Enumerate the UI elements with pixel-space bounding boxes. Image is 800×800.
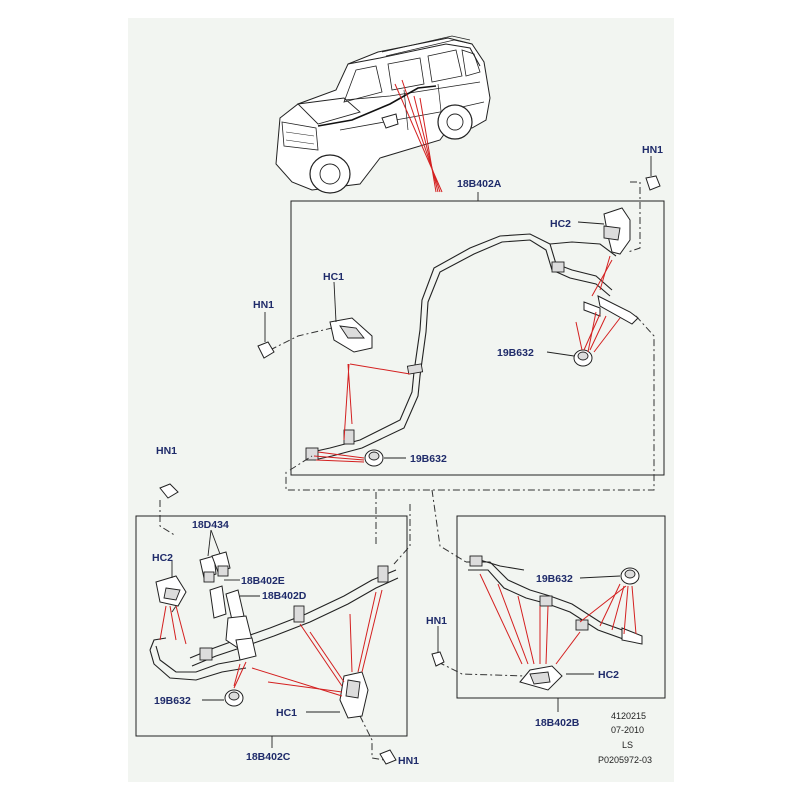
callout-18d434: 18D434 (192, 519, 229, 531)
callout-hc1-top: HC1 (323, 271, 344, 283)
callout-19b632-bottom-right: 19B632 (536, 573, 573, 585)
footer-reference: P0205972-03 (598, 755, 652, 765)
callout-hn1-left: HN1 (253, 299, 274, 311)
nut-hn1-right (431, 651, 445, 667)
callout-hn1-bottom: HN1 (398, 755, 419, 767)
hose-assembly-a-drawing (305, 175, 661, 467)
assembly-c-frame (135, 515, 408, 737)
callout-18b402a: 18B402A (457, 178, 502, 190)
assembly-b-frame (456, 515, 666, 699)
callout-19b632-top: 19B632 (410, 453, 447, 465)
callout-hn1-mid-left: HN1 (156, 445, 177, 457)
callout-hc1-bottom: HC1 (276, 707, 297, 719)
callout-hc2-top: HC2 (550, 218, 571, 230)
hose-assembly-c-drawing (149, 551, 399, 719)
hose-assembly-b-drawing (466, 555, 643, 691)
callout-18b402e: 18B402E (241, 575, 285, 587)
assembly-a-frame (290, 200, 665, 476)
callout-19b632-bottom-left: 19B632 (154, 695, 191, 707)
callout-18b402b: 18B402B (535, 717, 580, 729)
footer-illustration-number: 4120215 (611, 711, 646, 721)
callout-hc2-bottom: HC2 (598, 669, 619, 681)
nut-hn1-left (257, 341, 275, 359)
callout-18b402d: 18B402D (262, 590, 307, 602)
footer-model-code: LS (622, 740, 633, 750)
footer-date: 07-2010 (611, 725, 644, 735)
nut-hn1-mid-left (159, 483, 179, 499)
vehicle-illustration (275, 35, 491, 194)
callout-hc2-left: HC2 (152, 552, 173, 564)
callout-18b402c: 18B402C (246, 751, 291, 763)
callout-hn1-top-right: HN1 (642, 144, 663, 156)
callout-hn1-right: HN1 (426, 615, 447, 627)
callout-19b632-top-right: 19B632 (497, 347, 534, 359)
nut-hn1-bottom (379, 749, 397, 765)
